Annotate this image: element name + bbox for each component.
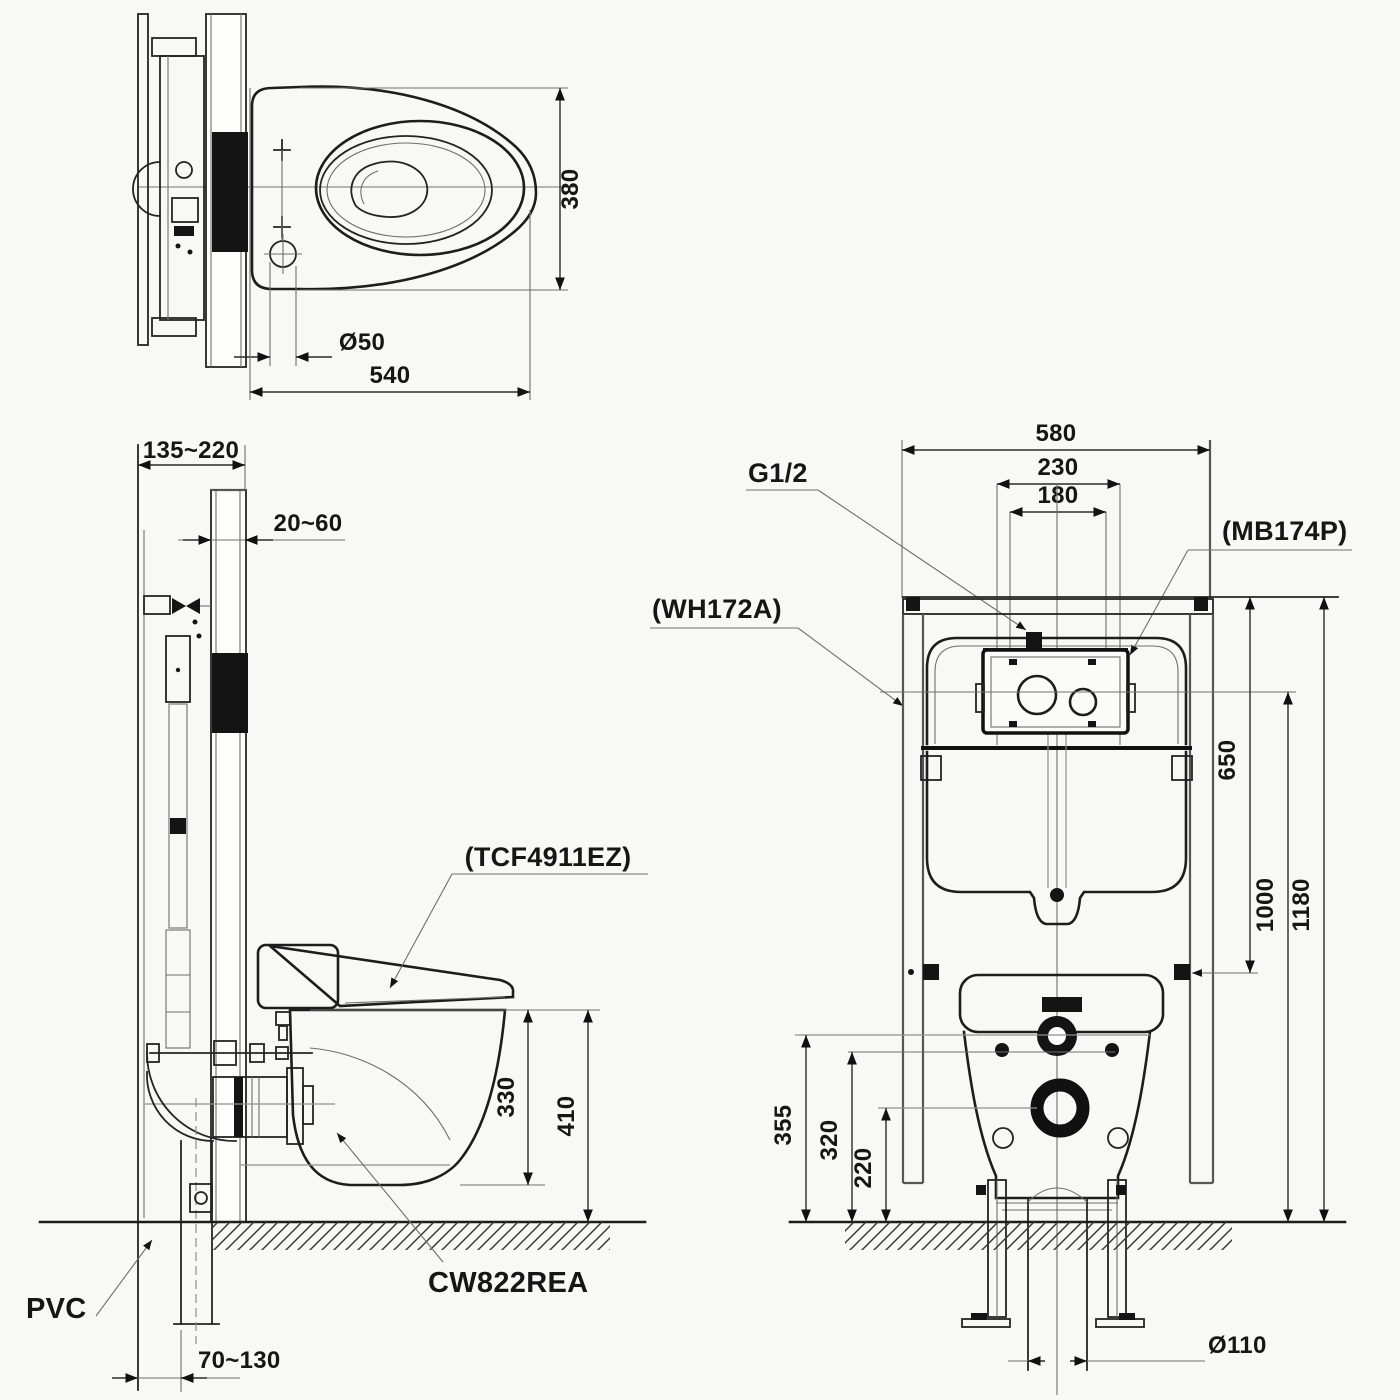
- side-label-pvc: PVC: [26, 1239, 153, 1325]
- front-bowl: [958, 973, 1165, 1211]
- front-dim-355: 355: [770, 1034, 1150, 1222]
- plan-fixing-marks: [264, 139, 302, 274]
- front-dim-220: 220: [850, 1107, 1037, 1222]
- dim-front-220: 220: [850, 1148, 877, 1189]
- front-view: 580 230 180 G1/2 (MB174P) (WH172A): [650, 420, 1352, 1395]
- plan-dim-380: 380: [300, 87, 584, 291]
- side-pipework: [145, 1011, 335, 1344]
- plan-dim-540: 540: [249, 88, 531, 400]
- label-inlet-thread: G1/2: [748, 458, 808, 488]
- dim-side-outlet-offset: 70~130: [198, 1347, 281, 1374]
- side-label-washlet: (TCF4911EZ): [389, 842, 648, 989]
- dim-side-frame-depth: 135~220: [143, 437, 239, 464]
- side-dim-outlet-offset: 70~130: [112, 1330, 281, 1392]
- dim-front-drain-pipe: Ø110: [1208, 1332, 1267, 1359]
- dim-front-plate-drop: 650: [1214, 740, 1241, 781]
- side-floor: [38, 1220, 647, 1250]
- side-label-bowl: CW822REA: [336, 1132, 588, 1299]
- front-frame: [901, 596, 1339, 1185]
- dim-front-frame-width: 580: [1036, 420, 1077, 447]
- plan-tank-assembly: [132, 13, 205, 346]
- front-dim-drain-pipe: Ø110: [1008, 1332, 1267, 1366]
- side-floor-hatch: [213, 1222, 610, 1250]
- plan-dim-drain: Ø50: [234, 262, 385, 366]
- label-pvc-pipe: PVC: [26, 1293, 87, 1325]
- front-dim-1180: 1180: [1288, 597, 1329, 1222]
- front-label-inlet: G1/2: [746, 458, 1027, 631]
- side-dim-410: 410: [553, 1010, 593, 1222]
- front-label-plate: (MB174P): [1129, 516, 1352, 656]
- dim-plan-drain: Ø50: [339, 329, 385, 356]
- dim-front-plate-width: 180: [1038, 482, 1079, 509]
- dim-front-frame-height: 1180: [1288, 878, 1315, 931]
- side-dim-330: 330: [310, 1009, 600, 1186]
- front-dim-1000: 1000: [1252, 692, 1293, 1222]
- flush-button-large: [1016, 674, 1058, 716]
- side-dim-frame-depth: 135~220: [138, 437, 246, 492]
- side-drain-sleeve: [212, 653, 248, 733]
- flush-button-small: [1068, 687, 1098, 717]
- dim-front-320: 320: [816, 1120, 843, 1161]
- label-bowl-model: CW822REA: [428, 1267, 588, 1299]
- dim-plan-width: 380: [557, 169, 584, 210]
- label-frame-model: (WH172A): [652, 594, 782, 624]
- front-floor-hatch: [845, 1222, 1232, 1250]
- dim-front-cut-width: 230: [1038, 454, 1079, 481]
- dim-front-supply-height: 1000: [1252, 878, 1279, 933]
- label-washlet-model: (TCF4911EZ): [465, 842, 632, 872]
- front-flush-plate: [975, 632, 1136, 735]
- front-frame-legs: [961, 1179, 1145, 1328]
- plan-bowl: [250, 85, 538, 291]
- side-toilet: [240, 943, 515, 1187]
- dim-side-rim-height: 410: [553, 1096, 580, 1137]
- side-tank-internals: [143, 595, 211, 1049]
- dim-front-355: 355: [770, 1105, 797, 1146]
- plan-drain-sleeve: [212, 132, 248, 252]
- label-flush-plate-model: (MB174P): [1222, 516, 1347, 546]
- dim-side-bowl-drop: 330: [493, 1077, 520, 1118]
- side-dim-finish-wall: 20~60: [178, 510, 345, 545]
- dim-side-finish-wall: 20~60: [274, 510, 343, 537]
- plan-wall-section: [205, 13, 248, 368]
- plan-view: 380 Ø50 540: [132, 13, 584, 400]
- dim-plan-depth: 540: [370, 362, 411, 389]
- front-label-frame: (WH172A): [650, 594, 904, 707]
- front-drain-seal: [1030, 1078, 1090, 1138]
- side-view: 135~220 20~60: [26, 437, 648, 1392]
- front-dim-580: 580: [901, 420, 1212, 598]
- front-floor: [788, 1220, 1347, 1250]
- front-dim-650: 650: [1214, 597, 1255, 973]
- front-inlet-fitting: [1026, 632, 1042, 648]
- front-dim-180: 180: [1009, 482, 1107, 650]
- front-dim-320: 320: [816, 1051, 1115, 1222]
